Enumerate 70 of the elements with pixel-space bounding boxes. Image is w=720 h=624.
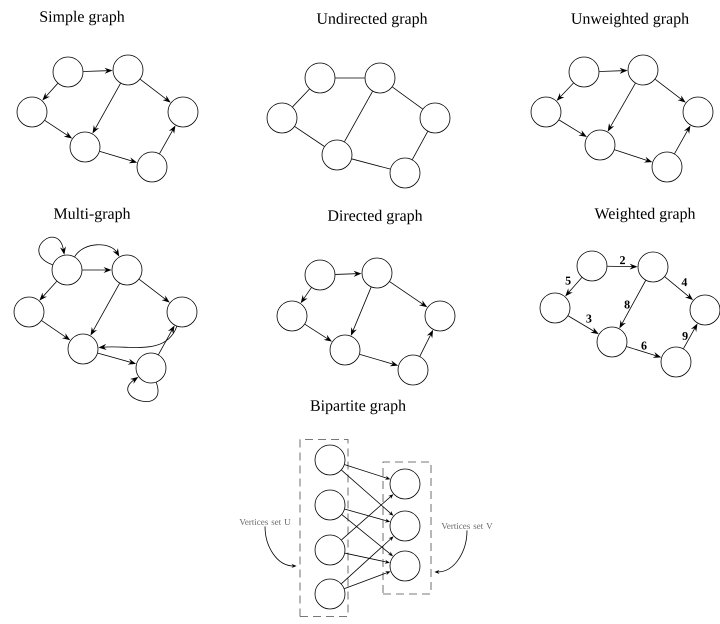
edge-weight: 9: [682, 332, 688, 340]
dashed-box: [382, 462, 432, 594]
graph-node: [112, 254, 142, 286]
graph-node: [628, 54, 658, 86]
graph-node: [390, 158, 420, 188]
graph-node: [276, 300, 308, 332]
arrow: [74, 244, 120, 258]
graph-title: Undirected graph: [316, 12, 428, 28]
graph-node: [398, 354, 428, 386]
edge-weight: 2: [620, 256, 625, 264]
arrow: [341, 494, 394, 540]
graph-node: [314, 578, 346, 610]
annotation-text: Vertices set U: [239, 518, 290, 526]
graph-node: [364, 62, 396, 94]
graph-node: [52, 254, 82, 286]
graph-node: [424, 300, 456, 332]
graph-node: [576, 250, 608, 282]
graph-node: [540, 292, 570, 324]
graph-node: [660, 346, 692, 378]
graph-node: [314, 490, 346, 520]
graph-node: [136, 152, 168, 182]
graph-node: [584, 130, 616, 160]
graph-node: [690, 294, 720, 326]
graph-node: [266, 102, 298, 134]
graph-node: [638, 252, 668, 282]
graph-node: [568, 56, 600, 88]
graph-node: [52, 56, 84, 88]
graph-node: [390, 550, 420, 582]
graph-node: [362, 258, 392, 288]
annotation-text: Vertices set V: [441, 522, 493, 530]
graph-node: [304, 260, 336, 290]
edge-line: [344, 91, 373, 142]
edge-weight: 5: [566, 276, 571, 285]
edge-weight: 4: [682, 278, 688, 286]
edge-weight: 3: [586, 314, 592, 323]
graph-node: [68, 334, 98, 364]
graph-node: [390, 510, 420, 542]
graph-node: [322, 140, 352, 170]
graph-node: [70, 132, 100, 162]
graph-node: [136, 352, 166, 384]
graph-title: Weighted graph: [594, 208, 696, 222]
graph-title: Bipartite graph: [310, 400, 406, 414]
edge-weight: 8: [624, 300, 630, 309]
graph-node: [166, 296, 198, 328]
graph-node: [530, 96, 562, 128]
graph-node: [596, 326, 628, 358]
arrow: [38, 236, 66, 266]
graph-node: [314, 534, 346, 566]
edge-weight: 6: [641, 342, 647, 350]
graph-title: Unweighted graph: [571, 12, 689, 28]
graph-title: Simple graph: [40, 10, 125, 26]
graph-node: [390, 468, 420, 500]
edge-line: [392, 86, 423, 110]
graph-node: [682, 96, 714, 128]
graph-node: [168, 96, 198, 128]
graph-node: [330, 334, 360, 366]
edge-line: [294, 126, 325, 147]
edge-line: [292, 88, 310, 108]
graph-node: [16, 96, 48, 128]
graph-node: [420, 102, 450, 134]
graph-node: [652, 152, 682, 182]
graph-node: [112, 54, 144, 86]
graph-node: [14, 296, 44, 328]
graph-title: Multi-graph: [54, 208, 130, 222]
graph-node: [314, 444, 346, 476]
edge-line: [412, 131, 428, 160]
dashed-box: [300, 439, 348, 617]
graph-title: Directed graph: [328, 210, 422, 224]
edge-line: [352, 158, 391, 170]
graph-node: [304, 62, 336, 94]
